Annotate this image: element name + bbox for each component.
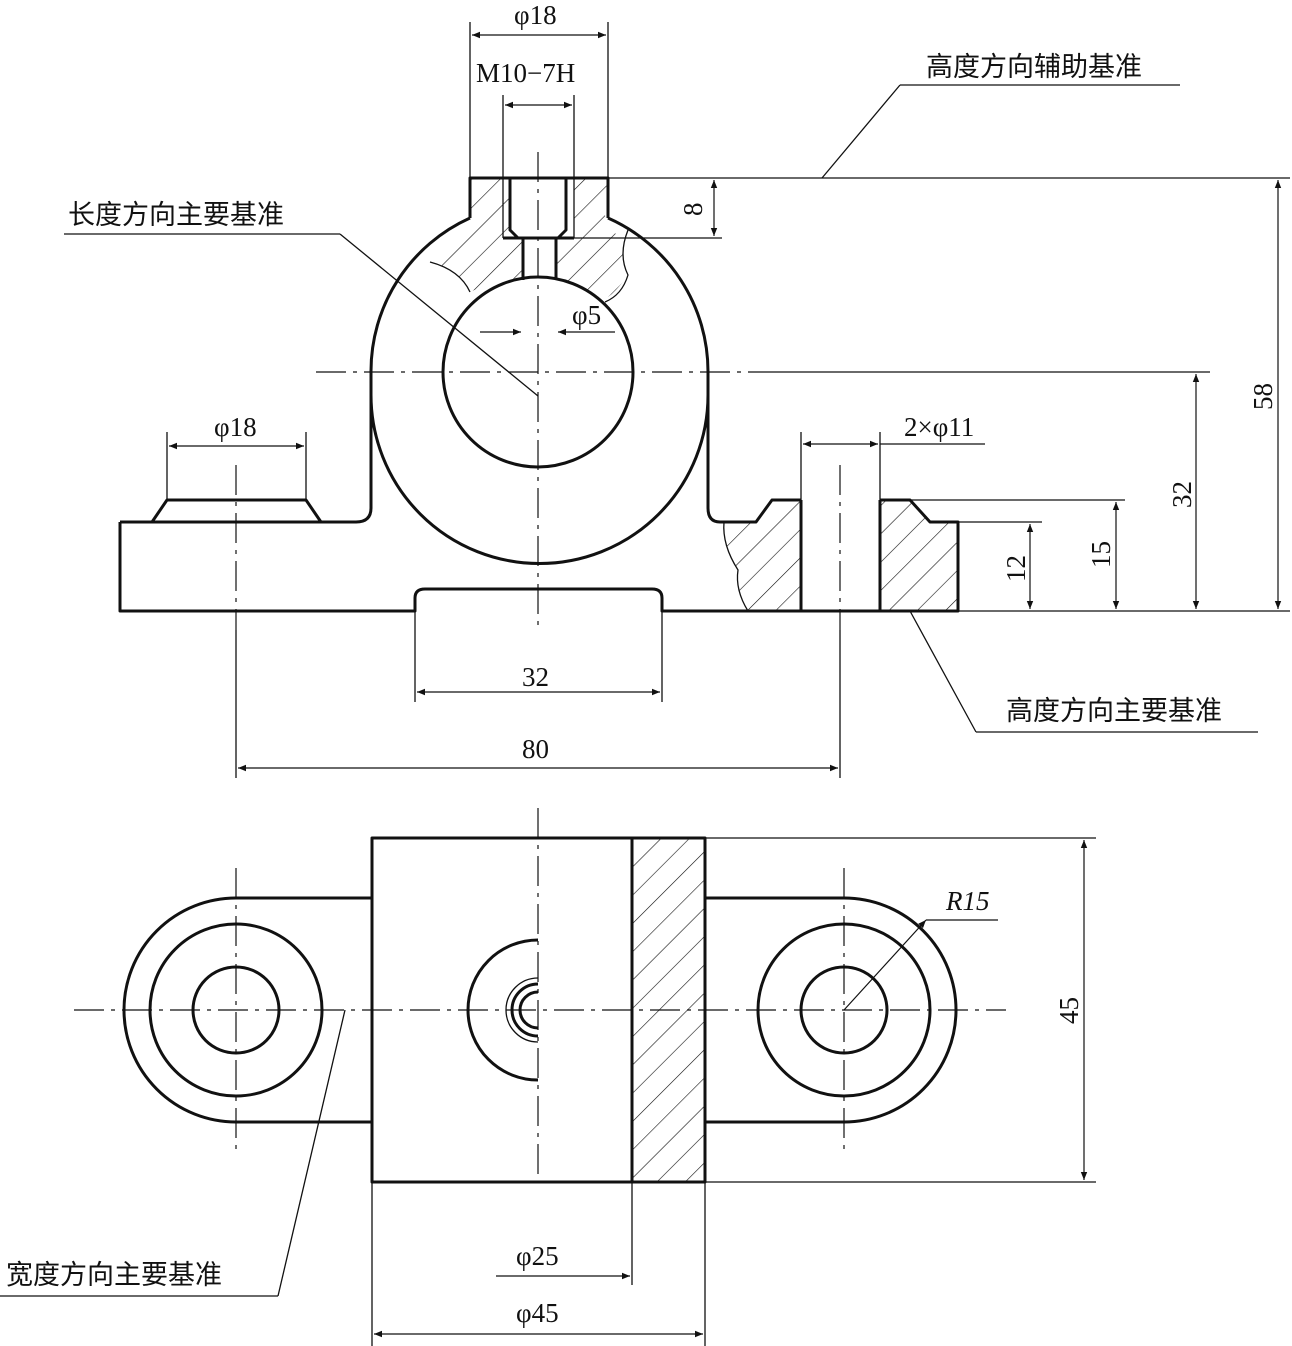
front-datum-leaders bbox=[64, 84, 1258, 733]
dim-w32: 32 bbox=[522, 662, 549, 692]
top-dimensions: R15 45 φ25 φ45 bbox=[371, 837, 1096, 1346]
dim-phi18-left: φ18 bbox=[214, 412, 257, 442]
dim-r15: R15 bbox=[945, 886, 990, 916]
label-length-main: 长度方向主要基准 bbox=[68, 200, 284, 231]
dim-thread: M10−7H bbox=[476, 58, 575, 88]
dim-h58: 58 bbox=[1248, 383, 1278, 410]
front-centerlines bbox=[235, 152, 841, 630]
front-dimensions: φ18 M10−7H 8 φ5 φ18 2×φ11 bbox=[166, 0, 1290, 778]
top-view: R15 45 φ25 φ45 宽度方向主要基准 bbox=[0, 808, 1096, 1346]
dim-holes: 2×φ11 bbox=[904, 412, 974, 442]
dim-phi45: φ45 bbox=[516, 1298, 559, 1328]
front-view: φ18 M10−7H 8 φ5 φ18 2×φ11 bbox=[64, 0, 1290, 778]
label-height-aux: 高度方向辅助基准 bbox=[926, 52, 1142, 83]
dim-w45: 45 bbox=[1054, 997, 1084, 1024]
label-width-main: 宽度方向主要基准 bbox=[6, 1260, 222, 1291]
right-end-hatch bbox=[880, 500, 958, 611]
dim-h15: 15 bbox=[1086, 541, 1116, 568]
dim-h12: 12 bbox=[1001, 555, 1031, 582]
right-base-hatch bbox=[723, 500, 801, 611]
label-height-main: 高度方向主要基准 bbox=[1006, 696, 1222, 727]
dim-phi5: φ5 bbox=[572, 300, 601, 330]
dim-w80: 80 bbox=[522, 734, 549, 764]
dim-phi25: φ25 bbox=[516, 1241, 559, 1271]
front-outline bbox=[118, 176, 960, 613]
dim-depth-8: 8 bbox=[678, 203, 708, 217]
dim-h32: 32 bbox=[1167, 481, 1197, 508]
top-centerlines bbox=[74, 808, 1006, 1182]
dim-phi18-top: φ18 bbox=[514, 0, 557, 30]
